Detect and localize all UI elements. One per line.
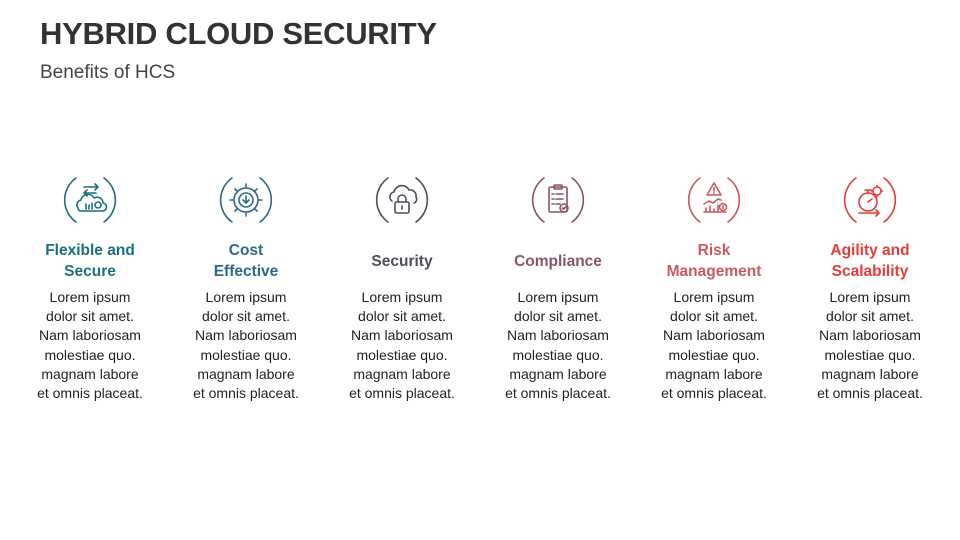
heading-line: Flexible and xyxy=(45,242,135,259)
description-line: magnam labore xyxy=(197,365,295,382)
description-line: et omnis placeat. xyxy=(193,385,299,402)
description-line: Nam laboriosam xyxy=(351,327,453,344)
heading-line: Compliance xyxy=(514,252,602,270)
description-line: magnam labore xyxy=(353,365,451,382)
heading-line: Management xyxy=(666,263,762,280)
description-line: et omnis placeat. xyxy=(817,385,923,402)
heading-line: Agility and xyxy=(830,242,910,259)
description-line: Lorem ipsum xyxy=(517,289,599,305)
cloud-lock-icon xyxy=(370,168,434,232)
description-line: dolor sit amet. xyxy=(358,308,446,325)
description-line: Nam laboriosam xyxy=(507,327,609,344)
heading-line: Effective xyxy=(213,263,279,280)
description-line: dolor sit amet. xyxy=(670,308,758,325)
page-subtitle: Benefits of HCS xyxy=(40,62,176,83)
description-line: magnam labore xyxy=(41,365,139,382)
description-line: magnam labore xyxy=(665,365,763,382)
benefit-description: Lorem ipsum dolor sit amet. Nam laborios… xyxy=(171,288,321,403)
description-line: molestiae quo. xyxy=(44,346,136,363)
description-line: dolor sit amet. xyxy=(46,308,134,325)
heading-line: Security xyxy=(371,252,433,270)
cloud-network-icon xyxy=(58,168,122,232)
description-line: molestiae quo. xyxy=(512,346,604,363)
benefit-description: Lorem ipsum dolor sit amet. Nam laborios… xyxy=(795,288,945,403)
benefit-description: Lorem ipsum dolor sit amet. Nam laborios… xyxy=(639,288,789,403)
description-line: molestiae quo. xyxy=(200,346,292,363)
description-line: magnam labore xyxy=(509,365,607,382)
benefit-compliance: Compliance Lorem ipsum dolor sit amet. N… xyxy=(480,168,636,403)
benefit-security: Security Lorem ipsum dolor sit amet. Nam… xyxy=(324,168,480,403)
description-line: molestiae quo. xyxy=(356,346,448,363)
benefit-description: Lorem ipsum dolor sit amet. Nam laborios… xyxy=(15,288,165,403)
description-line: et omnis placeat. xyxy=(505,385,611,402)
description-line: Lorem ipsum xyxy=(205,289,287,305)
description-line: Lorem ipsum xyxy=(829,289,911,305)
heading-line: Risk xyxy=(697,242,731,259)
description-line: magnam labore xyxy=(821,365,919,382)
description-line: Lorem ipsum xyxy=(361,289,443,305)
description-line: Nam laboriosam xyxy=(195,327,297,344)
description-line: Lorem ipsum xyxy=(673,289,755,305)
risk-chart-icon xyxy=(682,168,746,232)
stopwatch-gear-icon xyxy=(838,168,902,232)
benefit-description: Lorem ipsum dolor sit amet. Nam laborios… xyxy=(327,288,477,403)
clipboard-check-icon xyxy=(526,168,590,232)
benefit-description: Lorem ipsum dolor sit amet. Nam laborios… xyxy=(483,288,633,403)
page-title: HYBRID CLOUD SECURITY xyxy=(40,16,437,51)
description-line: dolor sit amet. xyxy=(514,308,602,325)
description-line: molestiae quo. xyxy=(824,346,916,363)
heading-line: Cost xyxy=(228,242,264,259)
description-line: dolor sit amet. xyxy=(202,308,290,325)
description-line: Nam laboriosam xyxy=(663,327,765,344)
gear-download-icon xyxy=(214,168,278,232)
description-line: molestiae quo. xyxy=(668,346,760,363)
benefit-heading: Security xyxy=(327,240,477,282)
description-line: dolor sit amet. xyxy=(826,308,914,325)
description-line: et omnis placeat. xyxy=(349,385,455,402)
description-line: et omnis placeat. xyxy=(661,385,767,402)
description-line: et omnis placeat. xyxy=(37,385,143,402)
benefit-heading: Compliance xyxy=(483,240,633,282)
heading-line: Scalability xyxy=(831,263,909,280)
description-line: Nam laboriosam xyxy=(39,327,141,344)
description-line: Nam laboriosam xyxy=(819,327,921,344)
description-line: Lorem ipsum xyxy=(49,289,131,305)
heading-line: Secure xyxy=(64,263,116,280)
